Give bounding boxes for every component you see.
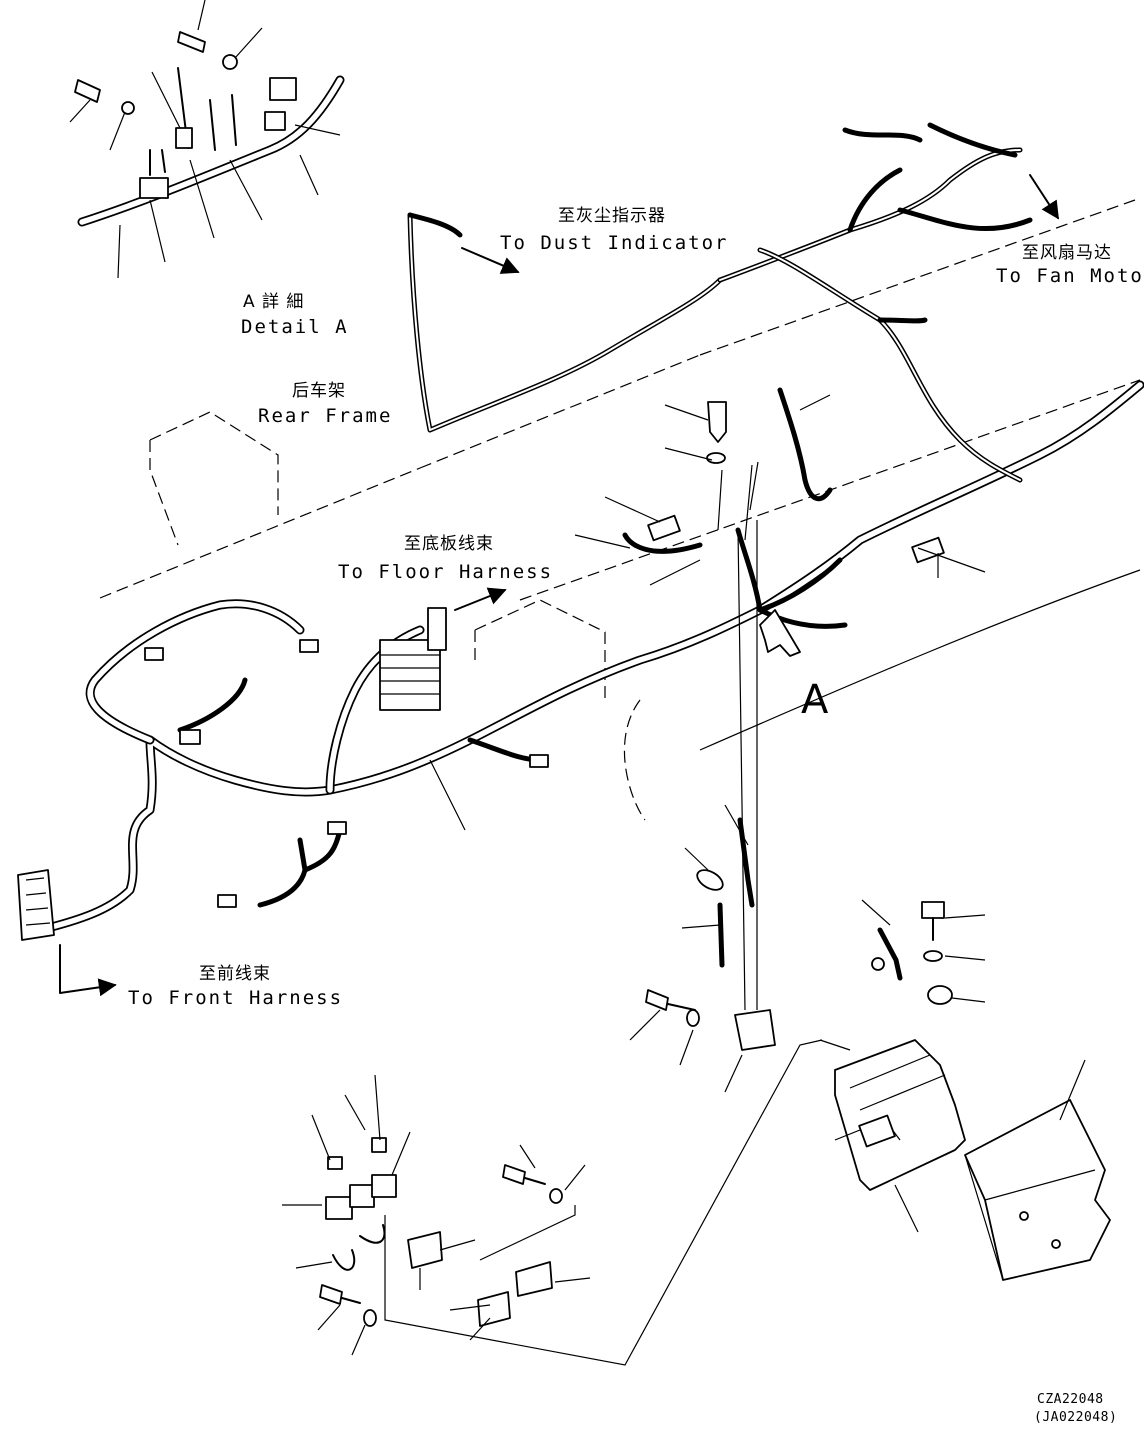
mounting-hardware: [282, 520, 1111, 1366]
detail-a-inset: [69, 0, 345, 279]
front-harness-label-cn: 至前线束: [199, 964, 271, 984]
fan-motor-label-cn: 至风扇马达: [1022, 243, 1112, 263]
direction-arrows: [59, 174, 1059, 997]
dust-indicator-label: To Dust Indicator: [500, 232, 729, 254]
centre-connectors: [622, 387, 945, 629]
main-harness: [35, 380, 1144, 935]
dust-indicator-label-cn: 至灰尘指示器: [558, 206, 666, 226]
floor-harness-label-cn: 至底板线束: [404, 534, 494, 554]
detail-a-title-cn: A 詳 細: [243, 292, 305, 312]
rear-frame-label: Rear Frame: [258, 405, 393, 427]
view-arrow-a: [759, 609, 801, 657]
front-harness-label: To Front Harness: [128, 987, 344, 1009]
floor-harness-label: To Floor Harness: [338, 561, 554, 583]
drawing-code-alt: (JA022048): [1034, 1410, 1118, 1425]
left-connectors: [17, 607, 549, 941]
drawing-code: CZA22048: [1037, 1392, 1104, 1407]
detail-a-title: Detail A: [241, 316, 349, 338]
rear-frame-label-cn: 后车架: [292, 381, 346, 401]
leader-lines: [429, 394, 986, 831]
upper-branch: [407, 122, 1033, 483]
view-marker-a: A: [801, 677, 829, 723]
fan-motor-label: To Fan Motor: [996, 265, 1144, 287]
